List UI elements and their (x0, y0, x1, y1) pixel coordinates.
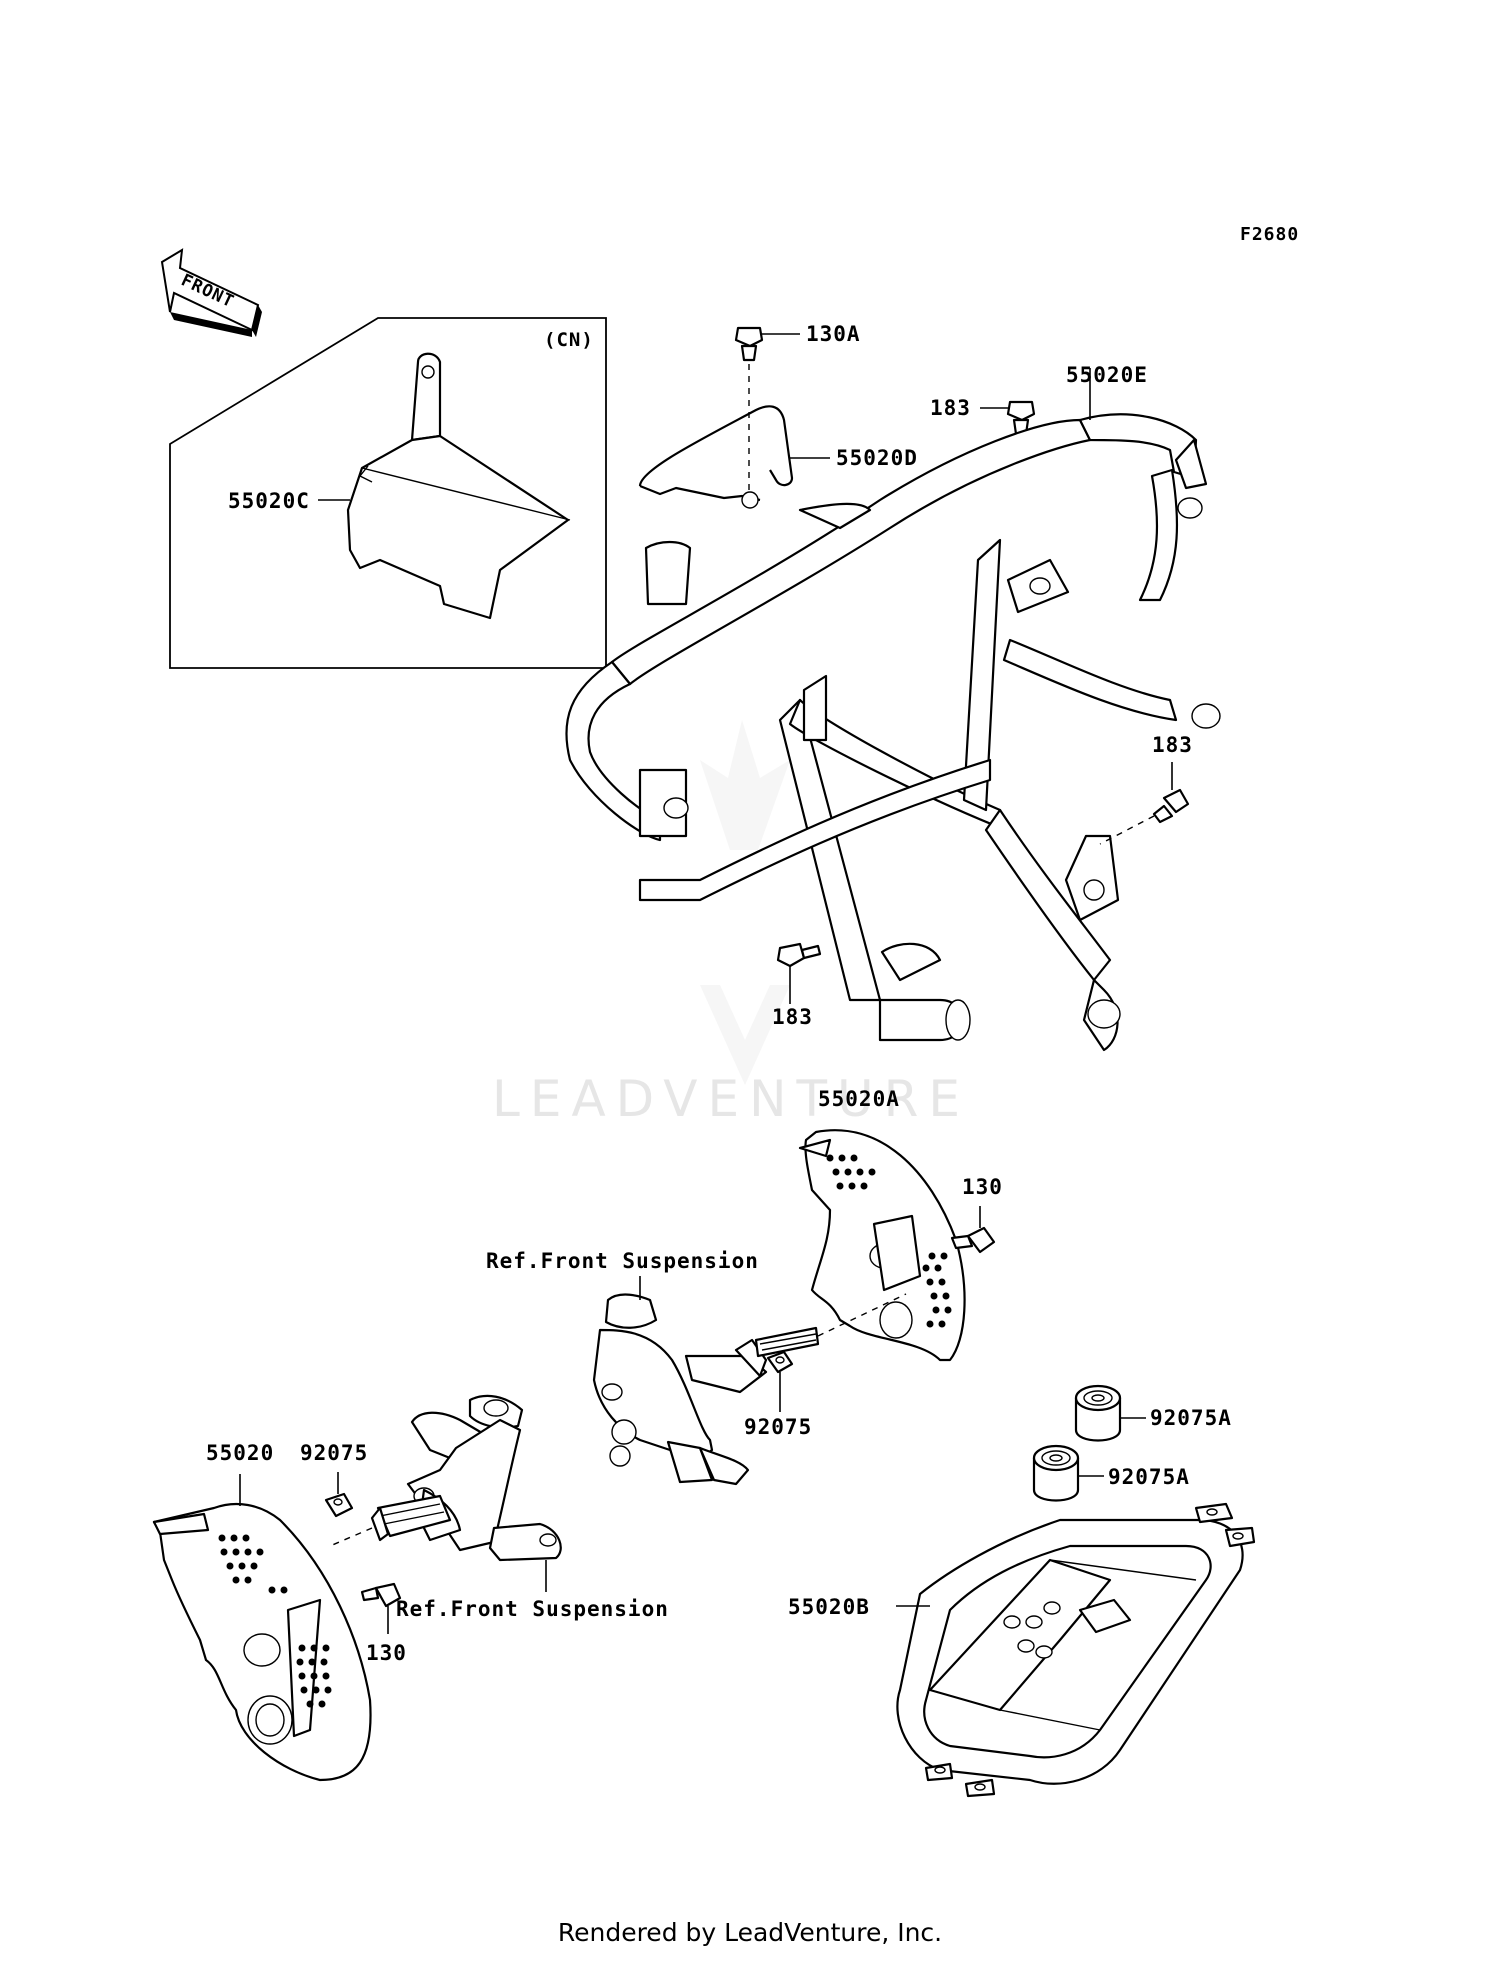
front-arrow-icon (160, 248, 262, 337)
watermark-logo (700, 720, 790, 1085)
label-130A: 130A (806, 322, 861, 346)
footer-credit: Rendered by LeadVenture, Inc. (557, 1918, 943, 1947)
label-130-left: 130 (366, 1641, 407, 1665)
label-92075-left: 92075 (300, 1441, 368, 1465)
label-92075A-bottom: 92075A (1108, 1465, 1190, 1489)
bolt-130-left (360, 1582, 402, 1608)
bolt-183-bottom (776, 942, 822, 968)
part-55020E (565, 413, 1221, 1052)
part-steering-knuckle-upper (592, 1293, 820, 1486)
inset-label: (CN) (544, 329, 594, 351)
part-55020B (896, 1502, 1256, 1798)
part-55020A (798, 1129, 966, 1362)
inset-frame (169, 317, 607, 669)
part-steering-knuckle-lower (370, 1394, 562, 1562)
label-183-top: 183 (930, 396, 971, 420)
label-92075A-top: 92075A (1150, 1406, 1232, 1430)
bolt-183-right (1152, 788, 1190, 824)
bolt-130-right (950, 1226, 996, 1254)
bush-92075A-top (1074, 1384, 1122, 1442)
part-55020D (638, 405, 794, 509)
part-55020 (152, 1502, 372, 1782)
label-183-right: 183 (1152, 733, 1193, 757)
label-55020E: 55020E (1066, 363, 1148, 387)
label-55020A: 55020A (818, 1087, 900, 1111)
label-55020C: 55020C (228, 489, 310, 513)
label-55020B: 55020B (788, 1595, 870, 1619)
label-55020: 55020 (206, 1441, 274, 1465)
watermark-text: LEADVENTURE (492, 1070, 970, 1128)
collar-92075-left (324, 1492, 354, 1518)
label-ref-front-suspension-upper: Ref.Front Suspension (486, 1249, 759, 1273)
collar-92075-mid (766, 1350, 794, 1374)
label-183-bottom: 183 (772, 1005, 813, 1029)
part-55020C (346, 352, 571, 620)
bolt-130A (734, 326, 764, 362)
label-130-right: 130 (962, 1175, 1003, 1199)
figure-code: F2680 (1240, 224, 1299, 245)
label-92075-mid: 92075 (744, 1415, 812, 1439)
label-55020D: 55020D (836, 446, 918, 470)
bush-92075A-bottom (1032, 1444, 1080, 1502)
label-ref-front-suspension-lower: Ref.Front Suspension (396, 1597, 669, 1621)
